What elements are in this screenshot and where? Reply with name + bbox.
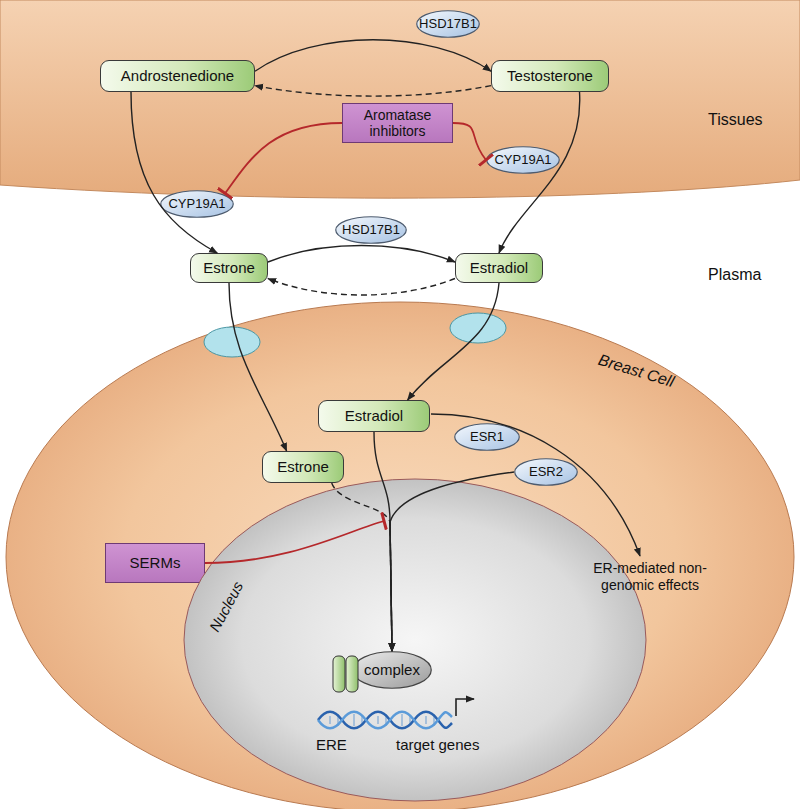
reaction-arrow bbox=[268, 246, 455, 263]
receptor-oval: ESR1 bbox=[454, 423, 520, 451]
reaction-arrow bbox=[255, 40, 491, 71]
nucleus-outline bbox=[183, 478, 647, 802]
reaction-arrow bbox=[268, 279, 455, 296]
dna-rung bbox=[330, 714, 434, 726]
breast-cell-shape bbox=[6, 302, 794, 809]
drug-box: Aromatase inhibitors bbox=[342, 103, 453, 143]
drug-box: SERMs bbox=[105, 543, 205, 583]
dna-helix bbox=[318, 712, 452, 729]
hormone-box: Testosterone bbox=[491, 60, 609, 92]
nucleus: Nucleuscomplex bbox=[183, 478, 647, 802]
node-label: Estradiol bbox=[341, 407, 407, 424]
reaction-arrow bbox=[229, 283, 287, 451]
hormone-box: Estrone bbox=[262, 451, 344, 483]
node-label: SERMs bbox=[126, 554, 185, 571]
node-label: complex bbox=[360, 661, 424, 678]
reaction-arrow bbox=[408, 283, 499, 400]
inhibition-connector bbox=[205, 521, 392, 651]
node-label: Estrone bbox=[199, 259, 259, 276]
receptor-shape bbox=[333, 656, 345, 692]
nucleus-shape bbox=[184, 479, 646, 801]
complex-oval-shape bbox=[353, 652, 432, 689]
inhibition-connector bbox=[225, 123, 342, 193]
enzyme-oval: HSD17B1 bbox=[335, 216, 407, 244]
reaction-arrow bbox=[332, 483, 392, 651]
hormone-box: Androstenedione bbox=[100, 60, 255, 92]
receptor-shape bbox=[346, 656, 358, 692]
node-label: HSD17B1 bbox=[338, 223, 404, 238]
region-label: Plasma bbox=[708, 265, 788, 284]
hormone-box: Estrone bbox=[190, 253, 268, 283]
tissue-band: Tissues HSD17B1Androstenedione Testosteron… bbox=[0, 0, 800, 215]
complex-oval: complex bbox=[352, 651, 432, 689]
node-label: ESR1 bbox=[466, 430, 508, 445]
dna-strand bbox=[318, 712, 452, 729]
reaction-arrow bbox=[374, 432, 392, 651]
node-label: Aromatase inhibitors bbox=[343, 107, 452, 139]
enzyme-oval-shape bbox=[161, 191, 234, 218]
node-label: Androstenedione bbox=[117, 67, 238, 84]
tissue-band-shape bbox=[0, 0, 800, 198]
reaction-arrow bbox=[255, 86, 491, 97]
receptor-oval-shape bbox=[455, 424, 520, 451]
hormone-box: Estradiol bbox=[318, 400, 430, 432]
non-genomic-arrow bbox=[431, 414, 640, 556]
receptor-oval-shape bbox=[515, 459, 578, 486]
reaction-arrow bbox=[390, 472, 514, 651]
node-label: Estrone bbox=[273, 458, 333, 475]
inhibition-line bbox=[205, 521, 384, 563]
enzyme-oval-shape bbox=[487, 147, 560, 174]
enzyme-oval: HSD17B1 bbox=[416, 10, 480, 38]
breast-cell: Breast CellEstradiolEstroneESR1ESR2SERMs… bbox=[5, 298, 795, 809]
node-label: Tissues bbox=[708, 111, 763, 129]
transporter-oval bbox=[204, 327, 260, 357]
hormone-box: Estradiol bbox=[455, 253, 543, 283]
reaction-arrow bbox=[499, 92, 580, 253]
inhibition-connector bbox=[453, 123, 486, 160]
node-label: CYP19A1 bbox=[490, 153, 555, 168]
enzyme-oval-shape bbox=[336, 217, 407, 244]
dna-strand bbox=[318, 712, 452, 729]
transporter-oval bbox=[450, 313, 506, 343]
connector-trunk bbox=[390, 522, 392, 651]
receptor-oval: ESR2 bbox=[514, 458, 578, 486]
node-label: HSD17B1 bbox=[415, 17, 481, 32]
enzyme-oval: CYP19A1 bbox=[486, 146, 560, 174]
node-label: Testosterone bbox=[503, 67, 597, 84]
transcription-arrow bbox=[456, 699, 474, 716]
node-label: ESR2 bbox=[525, 465, 567, 480]
node-label: CYP19A1 bbox=[164, 197, 229, 212]
enzyme-oval: CYP19A1 bbox=[160, 190, 234, 218]
node-label: Estradiol bbox=[466, 259, 532, 276]
reaction-arrow bbox=[131, 92, 217, 253]
